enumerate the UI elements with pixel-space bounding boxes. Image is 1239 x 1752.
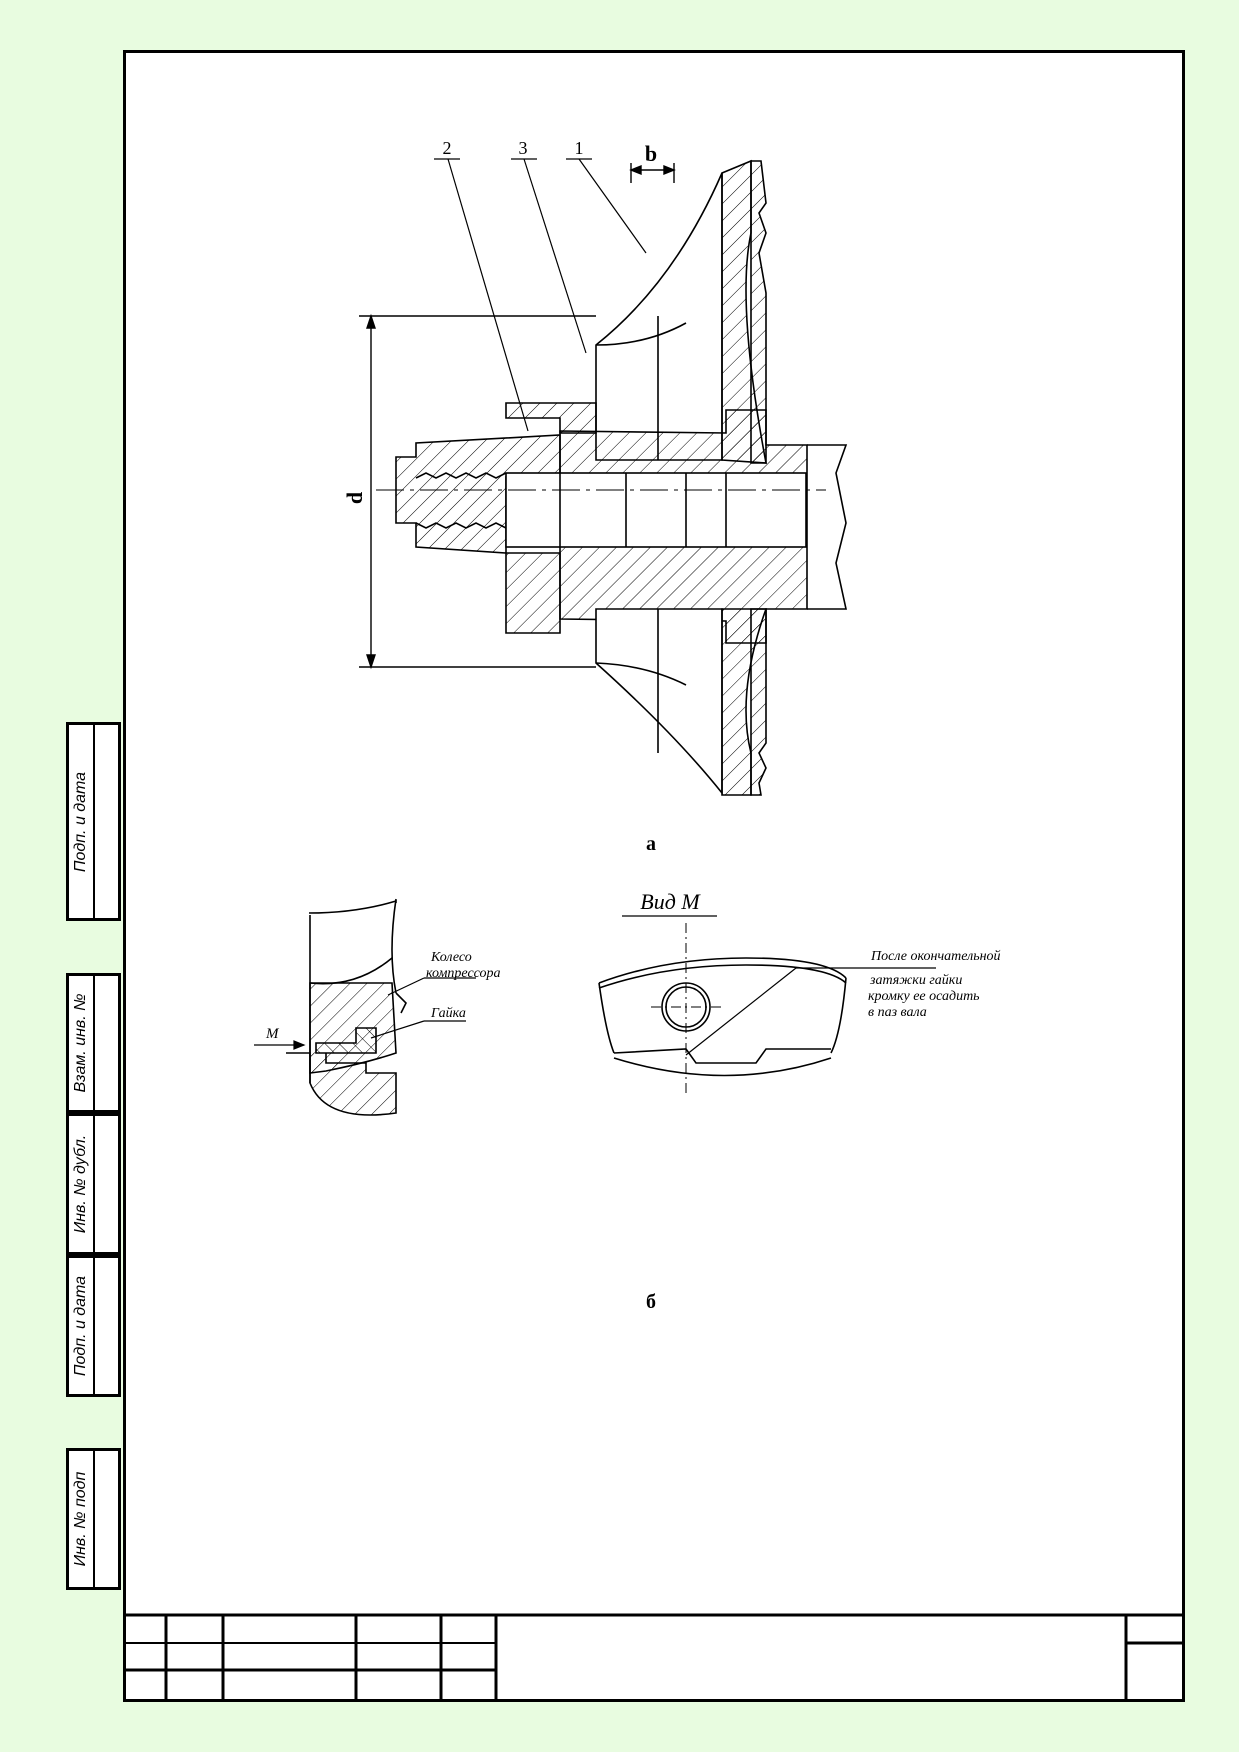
title-block bbox=[126, 1613, 1182, 1699]
stamp-label: Подп. и дата bbox=[72, 1275, 89, 1377]
caption-a: а bbox=[646, 833, 656, 855]
view-m-drawing bbox=[598, 923, 936, 1093]
note-line4: в паз вала bbox=[868, 1005, 927, 1020]
wheel-label-line1: Колесо bbox=[430, 950, 472, 965]
note-line2: затяжки гайки bbox=[869, 973, 962, 988]
detail-leaders bbox=[254, 977, 476, 1050]
drawing-canvas: 2 3 1 b d а bbox=[126, 138, 1182, 1699]
dimension-b-label: b bbox=[645, 141, 657, 166]
dimension-d bbox=[359, 313, 596, 670]
stamp-duplicate-inv: Инв. № дубл. bbox=[66, 1113, 121, 1255]
wheel-section-drawing bbox=[376, 159, 848, 796]
dimension-b bbox=[629, 163, 676, 183]
nut-detail-drawing bbox=[286, 898, 407, 1116]
stamp-original-inv: Инв. № подп bbox=[66, 1448, 121, 1590]
callout-2: 2 bbox=[443, 138, 452, 158]
arrow-label-m: М bbox=[265, 1026, 280, 1042]
stamp-replacement-inv: Взам. инв. № bbox=[66, 973, 121, 1113]
stamp-label: Подп. и дата bbox=[72, 771, 89, 872]
stamp-signature-date-2: Подп. и дата bbox=[66, 1255, 121, 1397]
callout-1: 1 bbox=[575, 138, 584, 158]
view-m-title: Вид М bbox=[640, 889, 701, 914]
wheel-label-line2: компрессора bbox=[426, 966, 501, 981]
nut-label: Гайка bbox=[430, 1006, 466, 1021]
drawing-sheet: 2 3 1 b d а bbox=[123, 50, 1185, 1702]
stamp-signature-date-1: Подп. и дата bbox=[66, 722, 121, 921]
note-line1: После окончательной bbox=[870, 949, 1001, 964]
stamp-label: Инв. № дубл. bbox=[72, 1134, 89, 1234]
caption-b: б bbox=[646, 1291, 656, 1313]
callout-3: 3 bbox=[519, 138, 528, 158]
note-line3: кромку ее осадить bbox=[868, 989, 980, 1004]
dimension-d-label: d bbox=[342, 492, 367, 504]
stamp-label: Взам. инв. № bbox=[72, 993, 89, 1093]
callout-leaders bbox=[434, 158, 647, 432]
stamp-label: Инв. № подп bbox=[72, 1471, 89, 1567]
